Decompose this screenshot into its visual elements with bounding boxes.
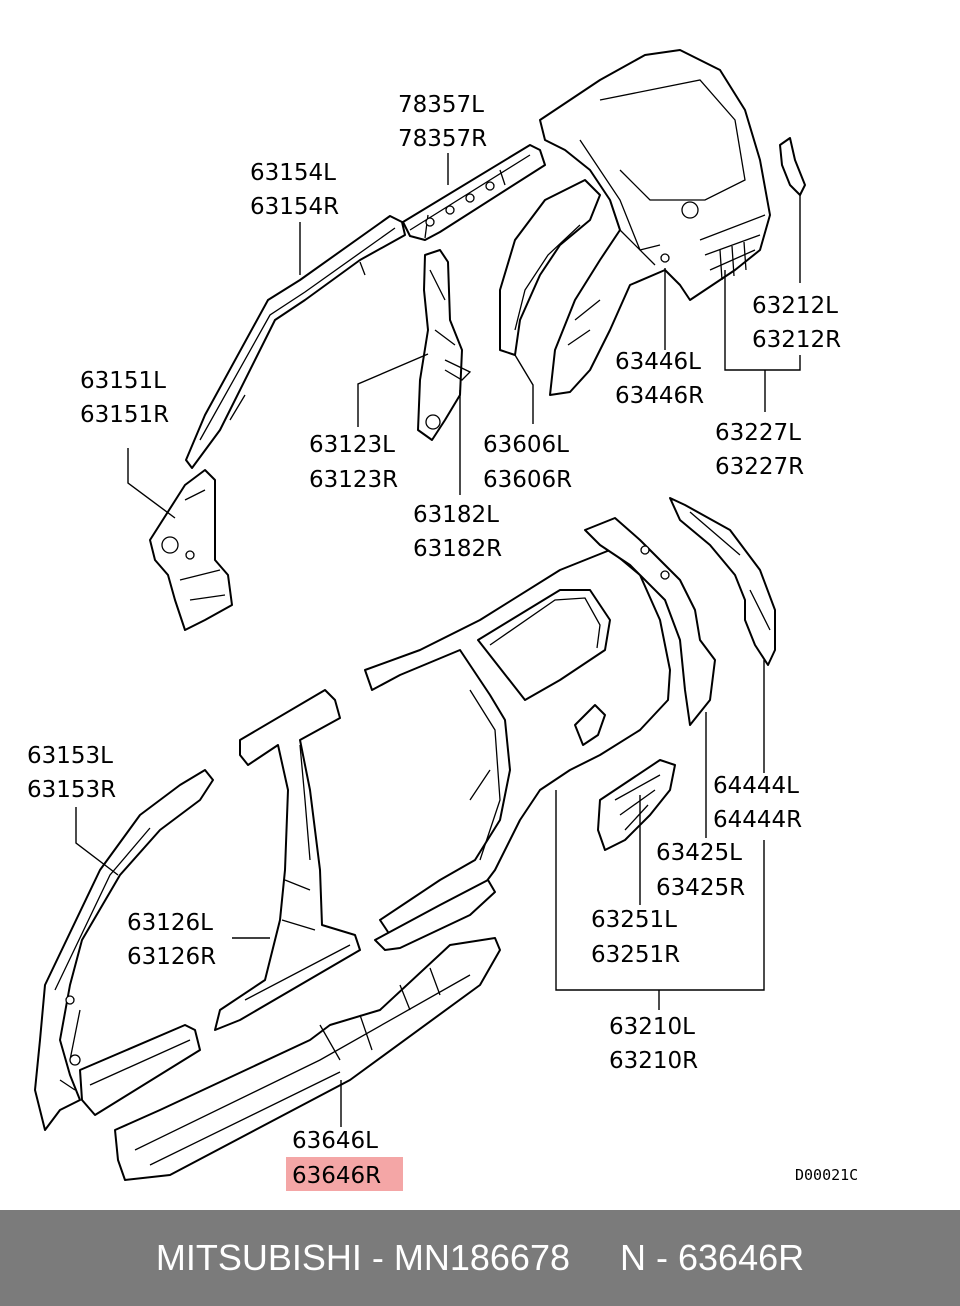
label-64444r: 64444R — [713, 807, 802, 833]
label-63153l: 63153L — [27, 743, 113, 769]
label-63151r: 63151R — [80, 402, 169, 428]
label-63210l: 63210L — [609, 1014, 695, 1040]
label-64444l: 64444L — [713, 773, 799, 799]
footer-bar: MITSUBISHI - MN186678 N - 63646R — [0, 1210, 960, 1306]
label-63425r: 63425R — [656, 875, 745, 901]
label-63126l: 63126L — [127, 910, 213, 936]
parts-diagram: 78357L 78357R 63154L 63154R 63151L 63151… — [27, 49, 858, 1189]
part-63251 — [597, 759, 676, 851]
label-63182r: 63182R — [413, 536, 502, 562]
label-63126r: 63126R — [127, 944, 216, 970]
highlight-box — [286, 1157, 403, 1191]
label-63227l: 63227L — [715, 420, 801, 446]
label-63606r: 63606R — [483, 467, 572, 493]
label-63151l: 63151L — [80, 368, 166, 394]
label-63646r: 63646R — [292, 1163, 381, 1189]
label-63425l: 63425L — [656, 840, 742, 866]
label-63154l: 63154L — [250, 160, 336, 186]
part-sill-centre — [374, 879, 496, 951]
label-63446l: 63446L — [615, 349, 701, 375]
label-63646l: 63646L — [292, 1128, 378, 1154]
part-sill-front — [79, 1024, 201, 1116]
label-63606l: 63606L — [483, 432, 569, 458]
label-63251l: 63251L — [591, 907, 677, 933]
part-63210 — [364, 549, 671, 936]
label-78357l: 78357L — [398, 92, 484, 118]
footer-text: MITSUBISHI - MN186678 N - 63646R — [155, 1237, 805, 1278]
label-63154r: 63154R — [250, 194, 339, 220]
label-63123l: 63123L — [309, 432, 395, 458]
part-63153 — [34, 769, 214, 1131]
part-63212-bracket — [779, 137, 806, 196]
part-63646 — [114, 937, 501, 1181]
label-63182l: 63182L — [413, 502, 499, 528]
label-63446r: 63446R — [615, 383, 704, 409]
label-78357r: 78357R — [398, 126, 487, 152]
label-63251r: 63251R — [591, 942, 680, 968]
part-63151 — [149, 469, 233, 631]
label-63153r: 63153R — [27, 777, 116, 803]
part-63123 — [417, 249, 463, 441]
label-63212r: 63212R — [752, 327, 841, 353]
part-63425 — [584, 517, 716, 726]
label-63210r: 63210R — [609, 1048, 698, 1074]
part-63154 — [185, 215, 406, 469]
label-63212l: 63212L — [752, 293, 838, 319]
part-63606 — [499, 179, 601, 356]
part-63227 — [539, 49, 771, 396]
diagram-code: D00021C — [795, 1166, 858, 1184]
part-64444 — [669, 497, 776, 666]
label-63227r: 63227R — [715, 454, 804, 480]
part-63126 — [214, 689, 361, 1031]
label-63123r: 63123R — [309, 467, 398, 493]
part-78357 — [402, 144, 546, 241]
